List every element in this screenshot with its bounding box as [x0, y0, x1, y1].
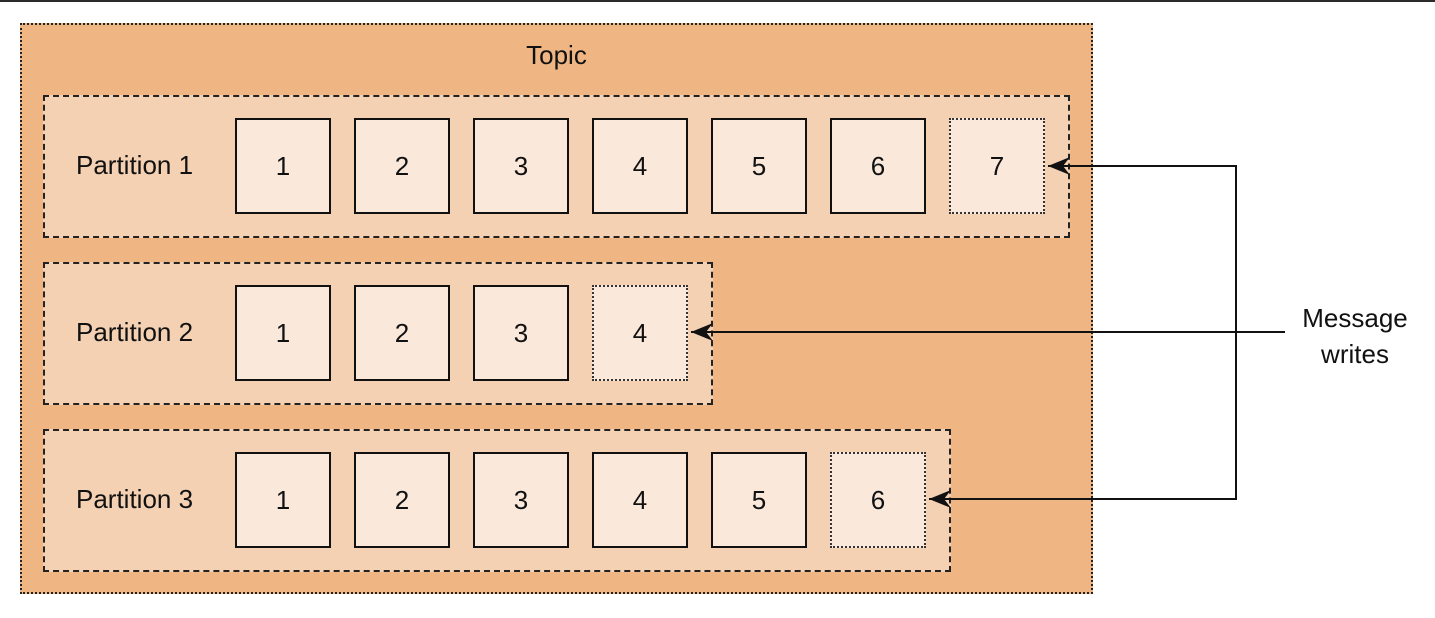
partition-3-message: 5	[711, 452, 807, 548]
partition-1-next-message: 7	[949, 118, 1045, 214]
partition-1-message: 2	[354, 118, 450, 214]
partition-2-message: 1	[235, 285, 331, 381]
partition-1-message: 3	[473, 118, 569, 214]
partition-2-message: 3	[473, 285, 569, 381]
partition-1-message: 1	[235, 118, 331, 214]
message-writes-line-2: writes	[1321, 339, 1389, 369]
arrowhead-partition-1	[1048, 157, 1070, 175]
arrowhead-partition-2	[691, 323, 713, 341]
partition-2-message: 2	[354, 285, 450, 381]
partition-1-message: 4	[592, 118, 688, 214]
partition-3-message: 1	[235, 452, 331, 548]
write-arrow-partition-3	[929, 332, 1237, 500]
partition-2-next-message: 4	[592, 285, 688, 381]
arrowhead-partition-3	[929, 490, 951, 508]
partition-3-message: 2	[354, 452, 450, 548]
message-writes-line-1: Message	[1302, 303, 1408, 333]
partition-3-message: 3	[473, 452, 569, 548]
partition-2-label: Partition 2	[76, 317, 194, 347]
partition-1-message: 5	[711, 118, 807, 214]
message-writes-label: Message writes	[1280, 300, 1430, 372]
partition-3-next-message: 6	[830, 452, 926, 548]
write-arrow-partition-1	[1048, 165, 1237, 332]
topic-title: Topic	[526, 40, 587, 70]
partition-1-message: 6	[830, 118, 926, 214]
partition-3-message: 4	[592, 452, 688, 548]
partition-3-label: Partition 3	[76, 484, 194, 514]
partition-1-label: Partition 1	[76, 150, 194, 180]
top-rule	[0, 0, 1435, 2]
